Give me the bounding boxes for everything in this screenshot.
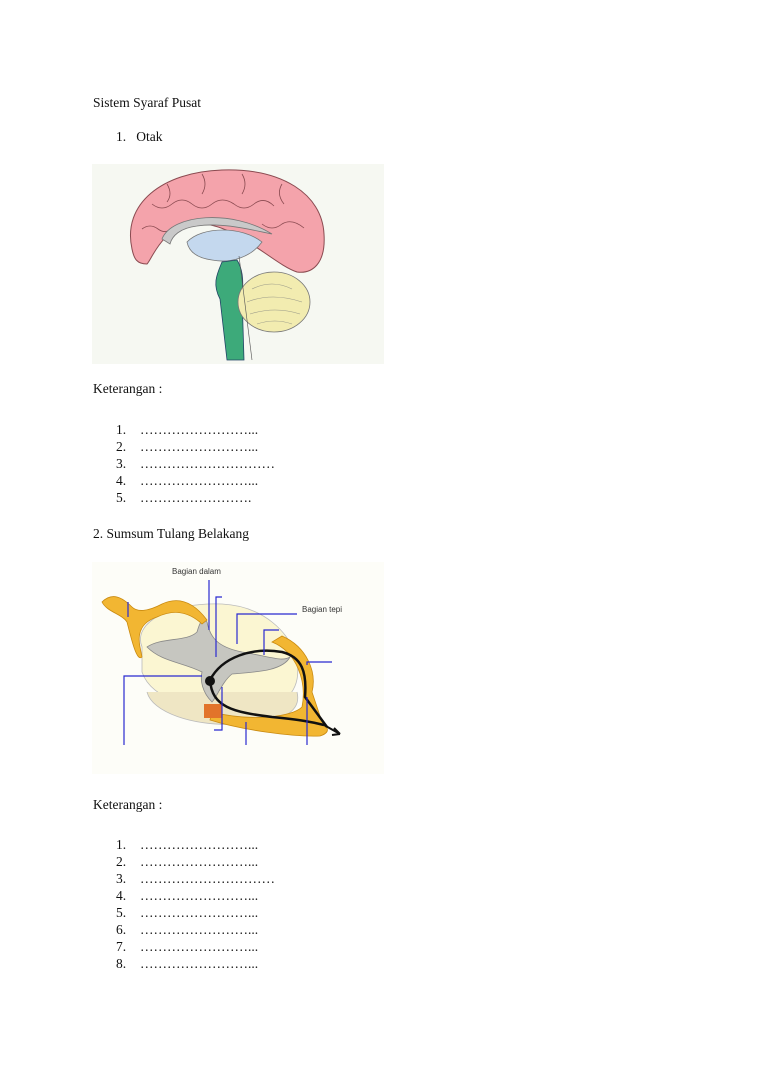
list-item: 4. ……………………... <box>116 887 275 904</box>
blank-line: ……………………... <box>140 439 259 454</box>
item-number: 6. <box>116 922 127 937</box>
item-number: 4. <box>116 473 127 488</box>
blank-line: ……………………... <box>140 905 259 920</box>
blank-line: ……………………... <box>140 837 259 852</box>
list-item: 1. ……………………... <box>116 836 275 853</box>
item-number: 2. <box>116 854 127 869</box>
item-number: 1. <box>116 422 127 437</box>
brain-diagram <box>92 164 384 364</box>
list-item: 3. ………………………… <box>116 455 275 472</box>
item-number: 5. <box>116 905 127 920</box>
blank-line: ……………………... <box>140 888 259 903</box>
list-item: 7. ……………………... <box>116 938 275 955</box>
keterangan-list-1: 1. ……………………... 2. ……………………... 3. …………………………… <box>116 421 275 506</box>
blank-line: ………………………… <box>140 871 275 886</box>
list-item: 4. ……………………... <box>116 472 275 489</box>
blank-line: ……………………... <box>140 422 259 437</box>
list-item: 6. ……………………... <box>116 921 275 938</box>
keterangan-list-2: 1. ……………………... 2. ……………………... 3. …………………………… <box>116 836 275 972</box>
blank-line: ……………………. <box>140 490 252 505</box>
section-number: 1. <box>116 129 127 144</box>
spinal-cord-diagram: Bagian dalam Bagian tepi <box>92 562 384 774</box>
section-spinal-heading: 2. Sumsum Tulang Belakang <box>93 526 250 541</box>
blank-line: ……………………... <box>140 473 259 488</box>
label-bagian-dalam: Bagian dalam <box>172 567 221 576</box>
keterangan-label-1: Keterangan : <box>93 381 163 396</box>
section-title: Otak <box>136 129 163 144</box>
list-item: 1. ……………………... <box>116 421 275 438</box>
item-number: 8. <box>116 956 127 971</box>
item-number: 3. <box>116 456 127 471</box>
item-number: 4. <box>116 888 127 903</box>
keterangan-label-2: Keterangan : <box>93 797 163 812</box>
item-number: 7. <box>116 939 127 954</box>
list-item: 3. ………………………… <box>116 870 275 887</box>
label-bagian-tepi: Bagian tepi <box>302 605 342 614</box>
list-item: 2. ……………………... <box>116 438 275 455</box>
blank-line: ……………………... <box>140 922 259 937</box>
blank-line: ………………………… <box>140 456 275 471</box>
list-item: 5. ……………………. <box>116 489 275 506</box>
list-item: 5. ……………………... <box>116 904 275 921</box>
list-item: 2. ……………………... <box>116 853 275 870</box>
list-item: 8. ……………………... <box>116 955 275 972</box>
blank-line: ……………………... <box>140 956 259 971</box>
page-heading: Sistem Syaraf Pusat <box>93 95 201 110</box>
item-number: 5. <box>116 490 127 505</box>
item-number: 2. <box>116 439 127 454</box>
section-otak-heading: 1. Otak <box>116 129 163 145</box>
item-number: 1. <box>116 837 127 852</box>
blank-line: ……………………... <box>140 939 259 954</box>
item-number: 3. <box>116 871 127 886</box>
blank-line: ……………………... <box>140 854 259 869</box>
